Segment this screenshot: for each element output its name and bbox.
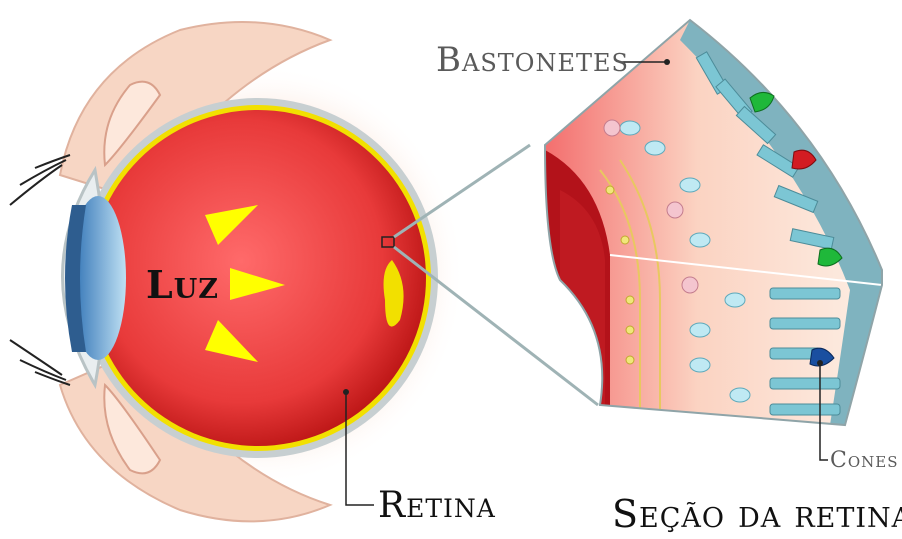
- bastonetes-pointer-dot: [664, 59, 670, 65]
- lens: [70, 196, 126, 360]
- light-arrow-top: [205, 205, 258, 245]
- label-cones: Cones: [830, 448, 899, 473]
- cones-pointer: [819, 365, 828, 461]
- upper-eyelid-fold: [103, 80, 162, 168]
- label-bastonetes: Bastonetes: [436, 40, 629, 80]
- cones-pointer-dot: [817, 360, 823, 366]
- zoom-line-top: [393, 143, 531, 239]
- zoom-box: [381, 236, 395, 248]
- light-arrow-mid: [230, 268, 285, 300]
- rods-upper: [695, 51, 835, 250]
- label-retina: Retina: [378, 485, 496, 526]
- macula: [383, 260, 404, 327]
- rods-lower: [769, 287, 841, 416]
- ganglion-cells: [605, 185, 635, 365]
- cone-blue: [809, 347, 835, 367]
- retina-section-outline: [543, 18, 883, 427]
- retina-pointer: [345, 392, 374, 506]
- upper-eyelashes: [9, 154, 71, 206]
- label-secao-da-retina: Seção da retina: [612, 492, 902, 536]
- cone-green-1: [749, 92, 775, 113]
- label-luz: Luz: [146, 262, 219, 307]
- retina-pointer-dot: [343, 389, 349, 395]
- cone-green-2: [817, 247, 843, 267]
- zoom-line-bottom: [393, 245, 599, 407]
- cone-red: [791, 149, 817, 170]
- bipolar-cells: [619, 120, 751, 403]
- amacrine-cells: [603, 119, 699, 294]
- lower-eyelid-fold: [103, 382, 162, 475]
- lower-eyelashes: [9, 339, 71, 386]
- light-arrow-bottom: [205, 320, 258, 362]
- iris: [65, 205, 86, 352]
